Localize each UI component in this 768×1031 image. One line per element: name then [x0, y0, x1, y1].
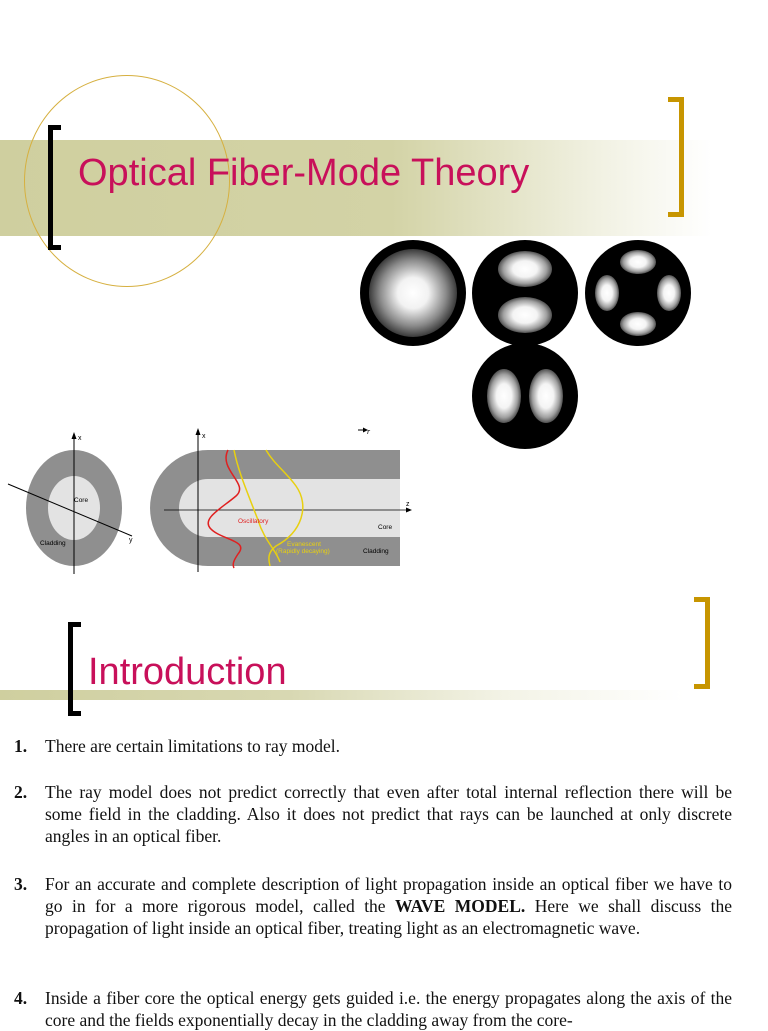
axis-x-label: x: [78, 435, 82, 442]
mode-lp11-horizontal-pattern: [472, 240, 578, 346]
item-text: There are certain limitations to ray mod…: [45, 736, 340, 756]
oscillatory-label: Oscillatory: [238, 518, 269, 525]
item-text: Inside a fiber core the optical energy g…: [45, 988, 732, 1030]
list-item: 2. The ray model does not predict correc…: [14, 781, 732, 847]
fiber-longitudinal-view: [150, 427, 412, 572]
axis-y-label: y: [129, 537, 133, 544]
fiber-mode-patterns: [355, 236, 695, 450]
list-item: 1. There are certain limitations to ray …: [14, 735, 732, 757]
fiber-field-diagram: x y Core Cladding x z r Oscillatory Core…: [6, 422, 418, 574]
intro-title: Introduction: [88, 651, 287, 693]
evanescent-label: Evanescent: [287, 541, 321, 548]
item-text-bold: WAVE MODEL.: [395, 896, 526, 916]
list-item: 3. For an accurate and complete descript…: [14, 873, 732, 939]
intro-band: [0, 690, 720, 700]
axis-r-label: r: [367, 427, 371, 436]
axis-x-label-right: x: [202, 433, 206, 440]
item-text-part: Here we shall discuss the propagation of…: [45, 896, 732, 938]
list-item: 4. Inside a fiber core the optical energ…: [14, 987, 732, 1031]
cladding-label-right: Cladding: [363, 548, 389, 555]
item-text: The ray model does not predict correctly…: [45, 782, 732, 846]
core-label-right: Core: [378, 524, 392, 531]
mode-lp11-vertical-pattern: [472, 343, 578, 449]
item-number: 4.: [14, 988, 28, 1008]
mode-lp21-pattern: [585, 240, 691, 346]
evanescent-note: (Rapidly decaying): [276, 548, 330, 555]
intro-left-bracket: [68, 622, 81, 716]
item-number: 3.: [14, 874, 28, 894]
title-left-bracket: [48, 125, 61, 250]
slide-title: Optical Fiber-Mode Theory: [78, 152, 530, 194]
fiber-cross-section: [7, 432, 133, 574]
title-right-bracket: [668, 97, 684, 217]
item-text-part: For an accurate and complete description…: [45, 874, 732, 916]
item-text: For an accurate and complete description…: [14, 873, 732, 939]
axis-z-label: z: [406, 501, 410, 508]
title-decorative-circle: [24, 75, 230, 287]
item-number: 1.: [14, 736, 28, 756]
item-number: 2.: [14, 782, 28, 802]
mode-lp01-pattern: [360, 240, 466, 346]
intro-right-bracket: [694, 597, 710, 689]
core-label-left: Core: [74, 497, 88, 504]
cladding-label-left: Cladding: [40, 540, 66, 547]
